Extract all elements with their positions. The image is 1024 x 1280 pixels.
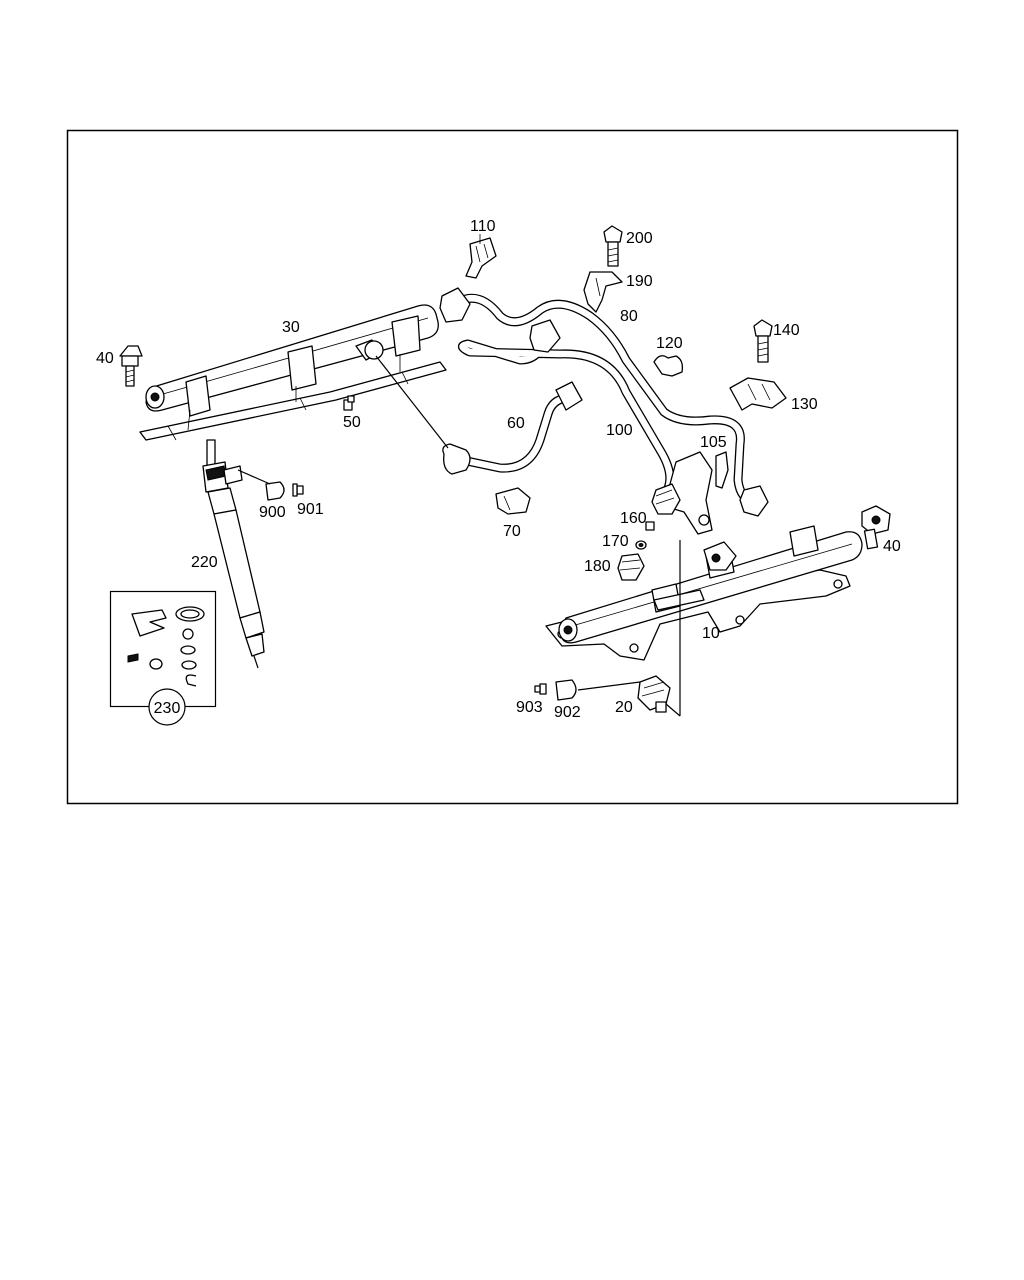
left-fuel-rail[interactable]	[139, 304, 447, 441]
pressure-sensor-20[interactable]	[637, 675, 671, 713]
callout-120: 120	[656, 335, 683, 352]
callout-902: 902	[554, 704, 581, 721]
callout-200: 200	[626, 230, 653, 247]
bracket-105[interactable]	[663, 451, 729, 535]
callout-901: 901	[297, 501, 324, 518]
callout-10: 10	[702, 625, 720, 642]
callout-170: 170	[602, 533, 629, 550]
leader-902	[577, 681, 641, 691]
bolt-200[interactable]	[603, 225, 623, 267]
valve-180[interactable]	[617, 553, 645, 581]
callout-220: 220	[191, 554, 218, 571]
callout-190: 190	[626, 273, 653, 290]
fitting-left-pipe-end	[439, 287, 471, 323]
clip-110[interactable]	[465, 237, 497, 279]
clip-70[interactable]	[495, 487, 531, 515]
seal-kit-box	[109, 590, 217, 708]
pipe-100[interactable]	[458, 331, 675, 497]
pipe-80[interactable]	[453, 293, 761, 507]
bolt-40-left[interactable]	[119, 345, 143, 387]
callout-20: 20	[615, 699, 633, 716]
bolt-40-right[interactable]	[861, 505, 891, 550]
callout-100: 100	[606, 422, 633, 439]
fitting-right-pipe-end	[739, 485, 769, 517]
stud-50[interactable]	[343, 395, 355, 411]
callout-180: 180	[584, 558, 611, 575]
injector-220[interactable]	[202, 439, 265, 669]
pressure-valve-160[interactable]	[651, 483, 681, 515]
callout-130: 130	[791, 396, 818, 413]
leader-60	[375, 355, 449, 449]
plug-901[interactable]	[292, 483, 304, 497]
leader-900	[237, 469, 271, 485]
callout-70: 70	[503, 523, 521, 540]
callout-40-right: 40	[883, 538, 901, 555]
callout-60: 60	[507, 415, 525, 432]
callout-80: 80	[620, 308, 638, 325]
callout-105: 105	[700, 434, 727, 451]
seal-900[interactable]	[265, 481, 285, 501]
bracket-130[interactable]	[729, 377, 787, 411]
callout-160: 160	[620, 510, 647, 527]
callout-903: 903	[516, 699, 543, 716]
diagram-frame	[66, 129, 959, 805]
callout-230-circle	[148, 688, 186, 726]
clip-120[interactable]	[653, 355, 684, 377]
callout-40-left: 40	[96, 350, 114, 367]
callout-110: 110	[470, 218, 496, 235]
seal-902[interactable]	[555, 679, 577, 701]
washer-170[interactable]	[635, 521, 655, 550]
fitting-mid-pipe	[529, 319, 561, 353]
pipe-60[interactable]	[442, 381, 583, 475]
callout-900: 900	[259, 504, 286, 521]
clip-190[interactable]	[583, 271, 623, 313]
callout-50: 50	[343, 414, 361, 431]
plug-903[interactable]	[534, 683, 547, 695]
callout-140: 140	[773, 322, 800, 339]
rail-fitting	[703, 541, 737, 571]
reference-line-10	[665, 540, 681, 717]
bolt-140[interactable]	[753, 319, 773, 363]
callout-30: 30	[282, 319, 300, 336]
callout-230: 230	[154, 700, 181, 717]
